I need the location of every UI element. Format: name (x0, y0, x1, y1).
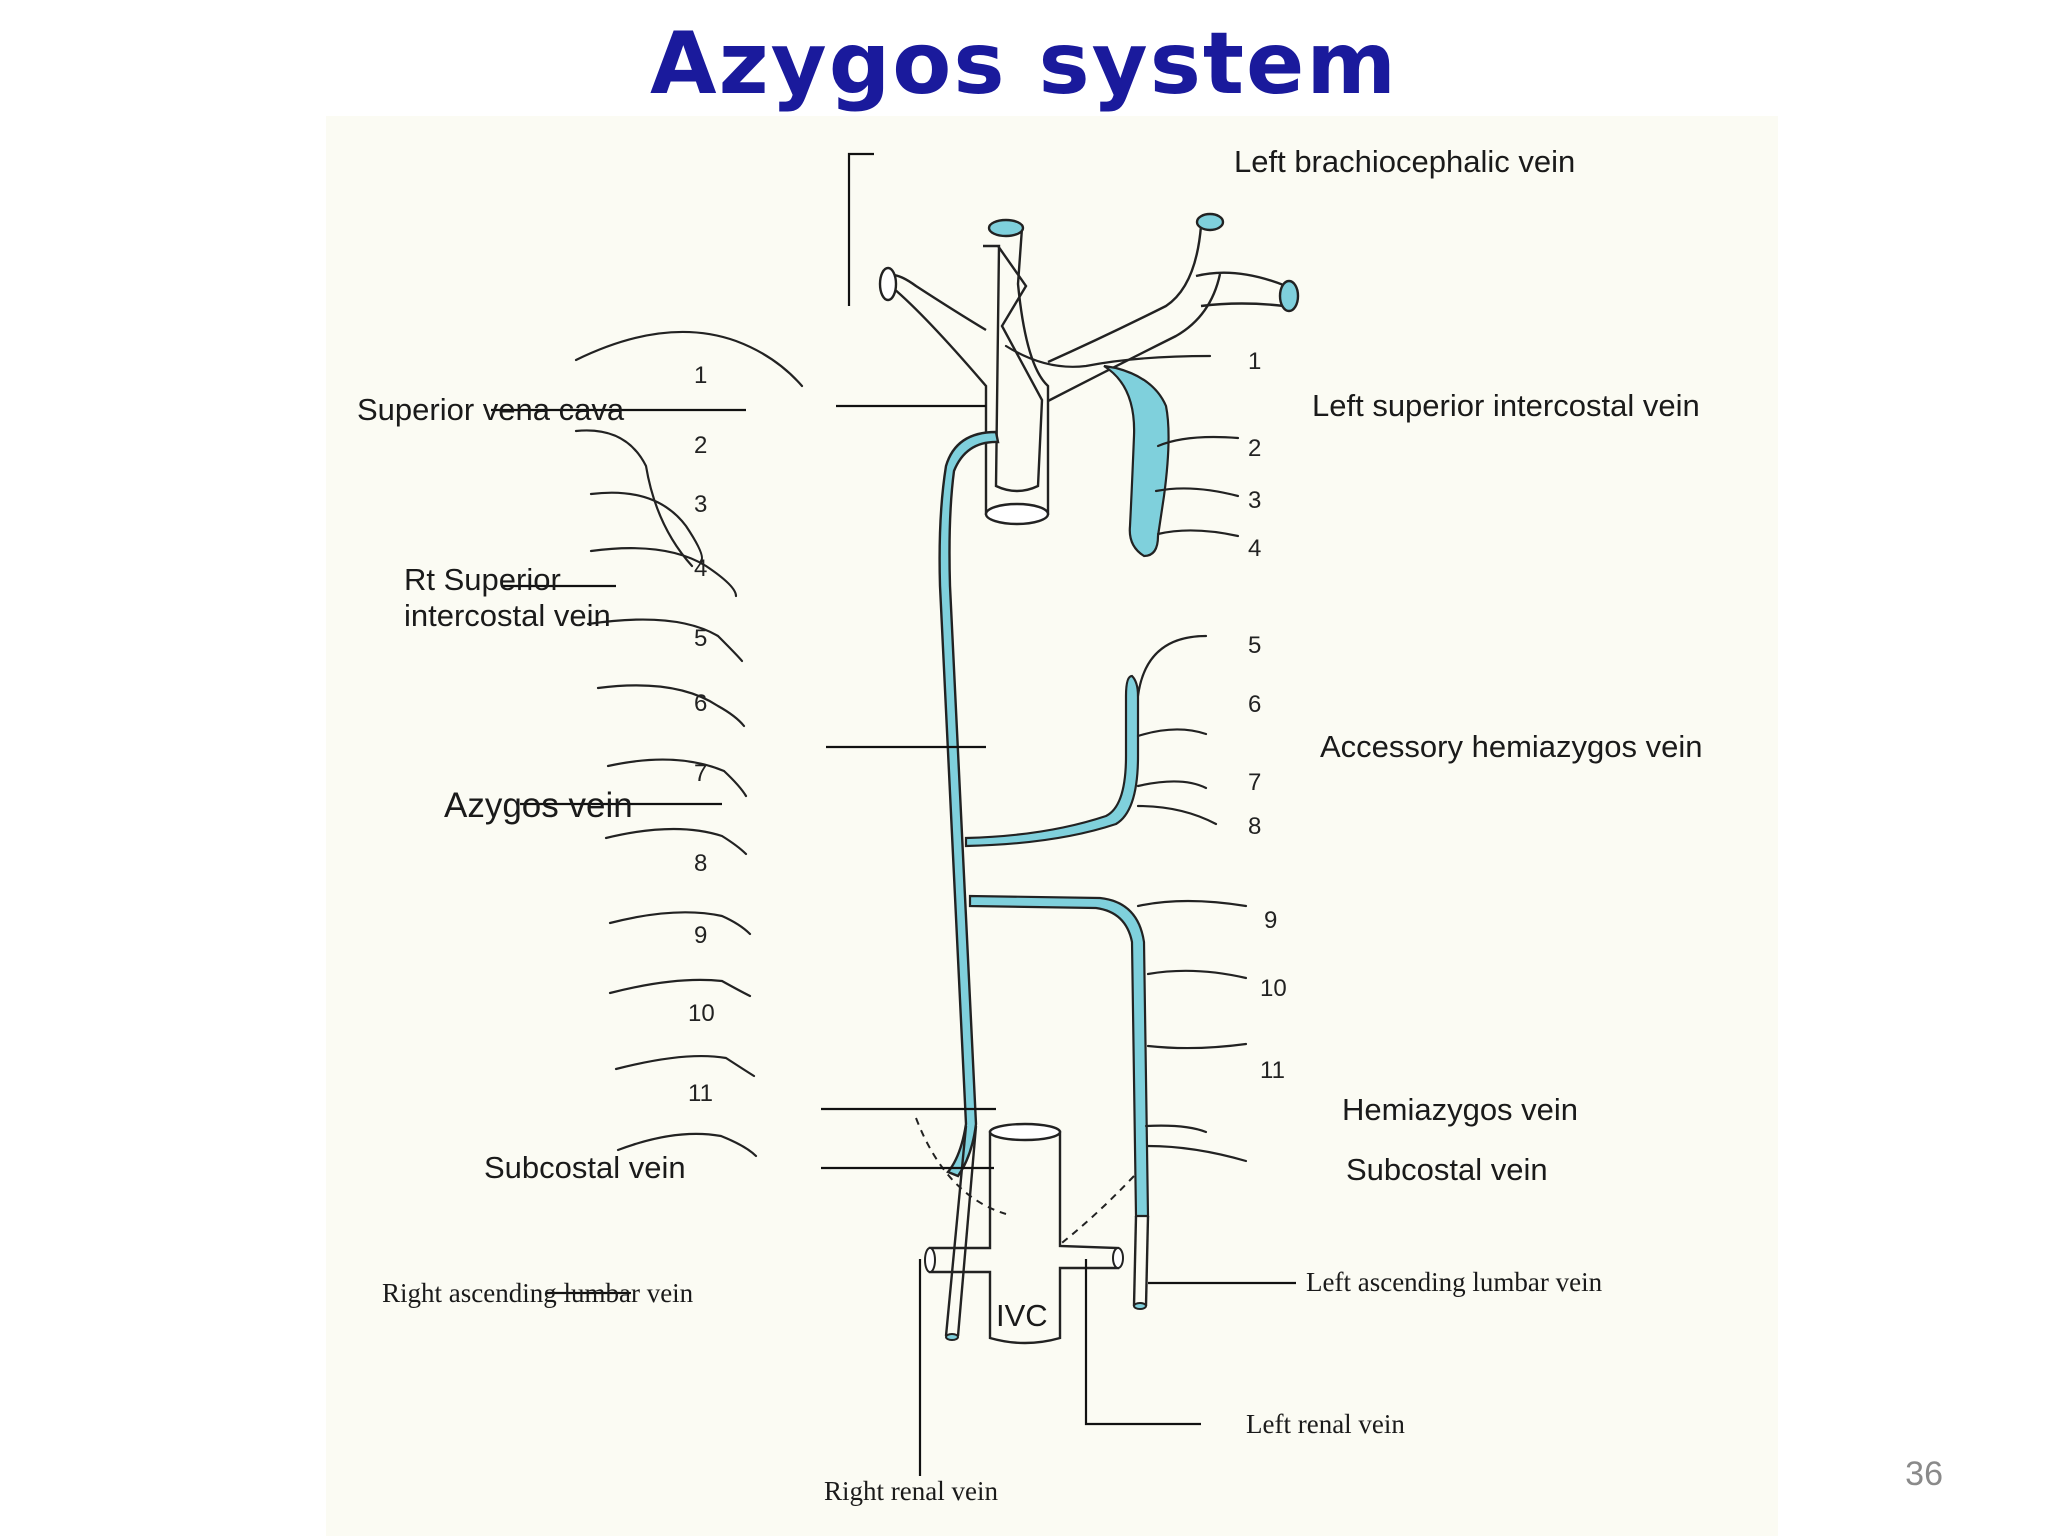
rib-left-6: 6 (1248, 691, 1261, 718)
left-jugular-lumen (1195, 212, 1225, 232)
rib-left-11: 11 (1260, 1057, 1285, 1084)
rib-left-3: 3 (1248, 487, 1261, 514)
rib-left-7: 7 (1248, 769, 1261, 796)
label-left-brachiocephalic-vein: Left brachiocephalic vein (1234, 144, 1575, 179)
superior-vena-cava-vessel (878, 212, 1300, 526)
left-superior-intercostal-vessel (1103, 364, 1170, 558)
rib-right-2: 2 (694, 432, 707, 459)
ivc-vessel (924, 1122, 1124, 1345)
label-rt-superior-line1: Rt Superior (404, 562, 561, 597)
rib-left-1: 1 (1248, 348, 1261, 375)
svc-lower-lumen (984, 502, 1050, 526)
azygos-diagram: 1 2 3 4 5 6 7 8 9 10 11 1 2 3 4 5 6 7 8 … (326, 116, 1778, 1536)
label-left-ascending-lumbar-vein: Left ascending lumbar vein (1306, 1267, 1603, 1297)
label-left-renal-vein: Left renal vein (1246, 1409, 1405, 1439)
label-hemiazygos-vein: Hemiazygos vein (1342, 1092, 1578, 1127)
label-right-ascending-lumbar-vein: Right ascending lumbar vein (382, 1278, 694, 1308)
rib-right-7: 7 (694, 760, 707, 787)
rib-right-11: 11 (688, 1080, 713, 1107)
rib-left-8: 8 (1248, 813, 1261, 840)
rib-left-5: 5 (1248, 632, 1261, 659)
label-accessory-hemiazygos-vein: Accessory hemiazygos vein (1320, 729, 1703, 764)
rib-right-4: 4 (694, 555, 707, 582)
slide-title: Azygos system (650, 14, 1398, 114)
rib-right-1: 1 (694, 362, 707, 389)
right-intercostal-veins (574, 330, 804, 1158)
right-rib-numbers: 1 2 3 4 5 6 7 8 9 10 11 (688, 362, 715, 1107)
right-dashed-connection (915, 1117, 1007, 1215)
label-right-renal-vein: Right renal vein (824, 1476, 998, 1506)
left-dashed-connection (1057, 1175, 1135, 1247)
label-ivc: IVC (996, 1298, 1048, 1333)
label-subcostal-vein-left: Subcostal vein (1346, 1152, 1548, 1187)
rib-left-2: 2 (1248, 435, 1261, 462)
labels: Left brachiocephalic vein Superior vena … (357, 144, 1703, 1506)
hemiazygos-vessel (968, 894, 1150, 1218)
rib-left-10: 10 (1260, 975, 1287, 1002)
left-subclavian-lumen (1278, 279, 1300, 313)
leader-left-renal (1084, 1259, 1201, 1426)
label-azygos-vein: Azygos vein (444, 786, 633, 825)
accessory-hemiazygos-vessel (964, 674, 1140, 848)
label-left-superior-intercostal-vein: Left superior intercostal vein (1312, 388, 1700, 423)
leader-lines (491, 152, 1296, 1476)
page-number: 36 (1905, 1455, 1943, 1493)
right-brachiocephalic-lumen (878, 266, 898, 302)
rib-right-6: 6 (694, 690, 707, 717)
rib-left-4: 4 (1248, 535, 1261, 562)
rib-right-8: 8 (694, 850, 707, 877)
rib-right-10: 10 (688, 1000, 715, 1027)
left-rib-numbers: 1 2 3 4 5 6 7 8 9 10 11 (1248, 348, 1287, 1084)
left-intercostal-veins (1004, 344, 1248, 1163)
diagram-svg: 1 2 3 4 5 6 7 8 9 10 11 1 2 3 4 5 6 7 8 … (357, 144, 1703, 1506)
leader-left-brachiocephalic (847, 152, 874, 306)
rib-right-9: 9 (694, 922, 707, 949)
rib-right-3: 3 (694, 491, 707, 518)
label-superior-vena-cava: Superior vena cava (357, 392, 625, 427)
label-subcostal-vein-right: Subcostal vein (484, 1150, 686, 1185)
svc-upper-lumen (987, 218, 1025, 238)
label-rt-superior-line2: intercostal vein (404, 598, 611, 633)
rib-left-9: 9 (1264, 907, 1277, 934)
azygos-vessel (938, 430, 1000, 1341)
rib-right-5: 5 (694, 625, 707, 652)
